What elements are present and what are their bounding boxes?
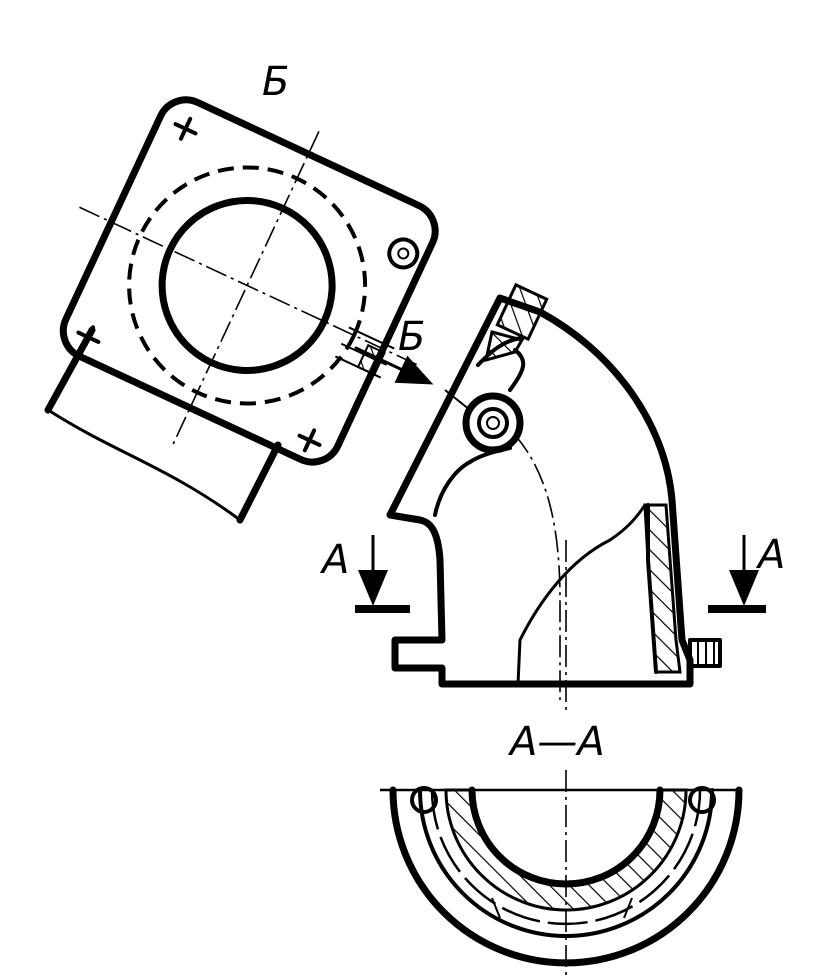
outer-wall bbox=[389, 786, 743, 967]
elbow-main-view bbox=[386, 282, 722, 710]
bolt-hole-left bbox=[410, 786, 438, 814]
section-a-a: А—А bbox=[380, 719, 743, 975]
section-title: А—А bbox=[507, 719, 605, 765]
view-b-title: Б bbox=[262, 59, 289, 105]
section-a-right: А bbox=[708, 532, 785, 613]
section-a-markers: А А bbox=[319, 532, 785, 613]
view-b-arrow-label: Б bbox=[398, 314, 425, 360]
section-a-left: А bbox=[319, 535, 410, 613]
drain-plug bbox=[688, 638, 722, 668]
bolt-hole-right bbox=[688, 786, 716, 814]
elbow-outline bbox=[386, 294, 694, 688]
view-b: Б bbox=[44, 59, 439, 524]
flange-outline bbox=[59, 96, 439, 466]
bolt-hole-marks bbox=[76, 116, 322, 453]
screw-hole bbox=[387, 237, 420, 270]
view-b-arrow: Б bbox=[354, 314, 434, 385]
section-a-right-label: А bbox=[755, 532, 785, 578]
screw-boss bbox=[462, 392, 524, 454]
section-a-left-label: А bbox=[319, 537, 349, 583]
view-b-flange bbox=[59, 96, 439, 466]
